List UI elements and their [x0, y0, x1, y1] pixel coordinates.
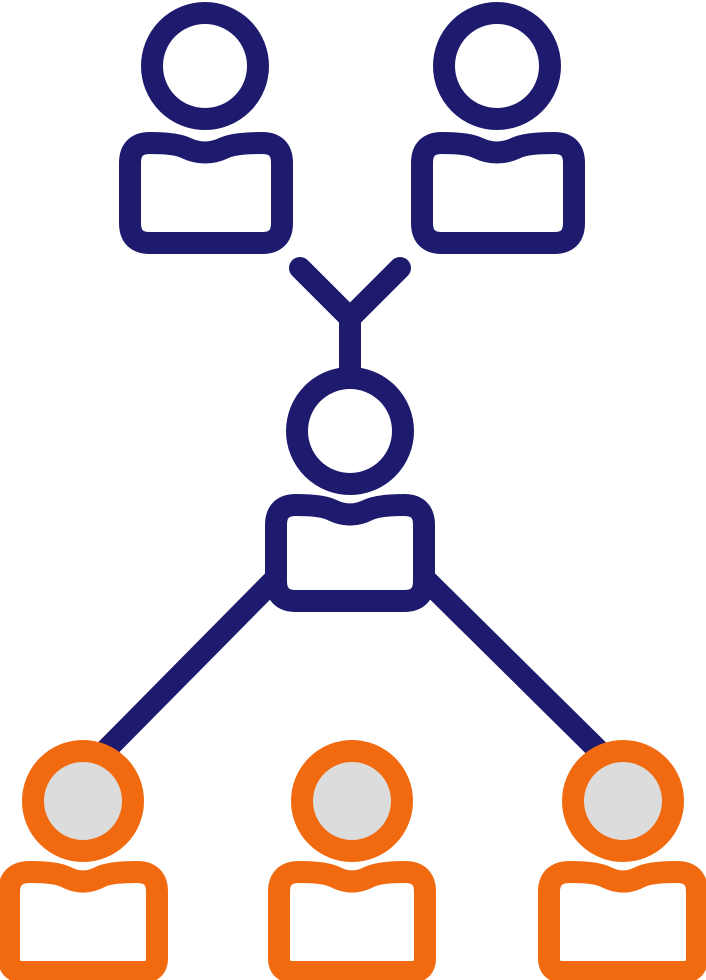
branch-line-right — [413, 567, 611, 763]
branch-line-left — [93, 567, 287, 763]
bottom-right-person-icon — [538, 740, 706, 980]
bottom-left-person-icon — [0, 740, 168, 980]
top-left-person-icon — [119, 2, 293, 254]
center-person-icon — [265, 367, 435, 612]
top-right-person-icon — [411, 2, 585, 254]
merge-connector — [289, 257, 411, 389]
bottom-center-person-icon — [268, 740, 436, 980]
